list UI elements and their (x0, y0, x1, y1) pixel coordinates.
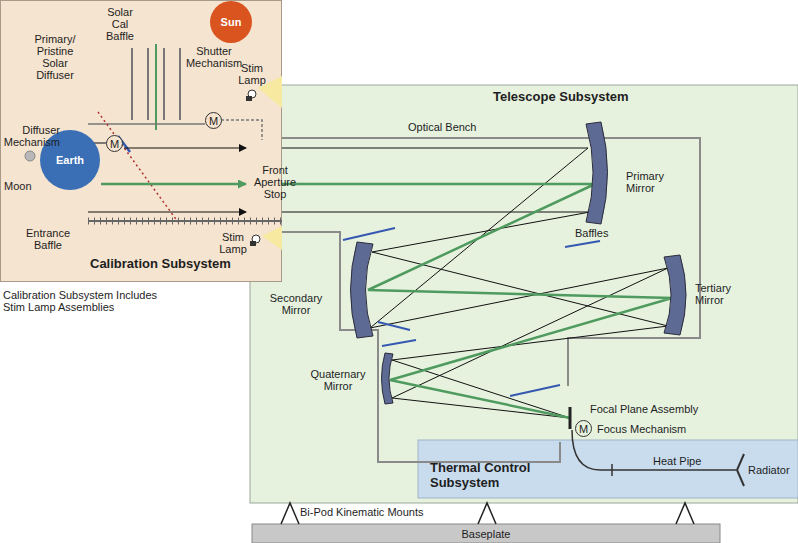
part-label: Solar Cal Baffle (100, 6, 140, 42)
part-label: Moon (4, 180, 44, 192)
focal-plane (569, 407, 572, 429)
node-text: M (110, 138, 119, 150)
bipod-mount (478, 503, 496, 524)
part-label: Bi-Pod Kinematic Mounts (300, 506, 470, 518)
heat-pipe-plate (611, 464, 613, 476)
panel-heading: Telescope Subsystem (493, 89, 693, 104)
part-label: Heat Pipe (653, 455, 723, 467)
mirrors (351, 122, 687, 404)
node-text: Sun (221, 16, 242, 28)
part-label: Focus Mechanism (597, 423, 717, 435)
shutter-path (221, 120, 262, 140)
part-label: Stim Lamp (236, 62, 268, 86)
sun-circle: Sun (210, 1, 252, 43)
part-label: Optical Bench (408, 121, 498, 133)
cal-arrow (88, 212, 246, 213)
stim-lamp-icon (250, 226, 282, 250)
part-label: Diffuser Mechanism (0, 124, 60, 148)
part-label: Stim Lamp (216, 231, 250, 255)
entrance-baffle (88, 220, 282, 222)
panel-heading: Thermal Control Subsystem (430, 460, 540, 490)
calibration-panel (1, 1, 282, 282)
light-rays (282, 148, 672, 418)
diffuser-path (98, 112, 178, 222)
bipod-mount (281, 503, 299, 524)
subsystem-panel: Thermal Control Subsystem (418, 440, 798, 498)
cal-arrow (124, 148, 246, 149)
earth-arrow (101, 183, 246, 186)
baseplate-bar: Baseplate (252, 524, 720, 543)
part-label: Focal Plane Assembly (590, 403, 740, 415)
motor-symbol: M (575, 420, 592, 437)
part-label: Primary/ Pristine Solar Diffuser (26, 33, 84, 81)
part-label: Shutter Mechanism (183, 45, 245, 69)
part-label: Radiator (748, 464, 796, 476)
thermal-panel (418, 440, 798, 498)
part-label: Front Aperture Stop (248, 164, 302, 200)
part-label: Baffles (575, 227, 635, 239)
panel-heading: Calibration Subsystem (90, 256, 280, 271)
telescope-panel (250, 85, 798, 503)
node-text: M (209, 115, 218, 127)
moon-icon (25, 151, 35, 161)
entrance-baffle-ticks (88, 218, 282, 225)
baffle-lines (343, 228, 600, 396)
node-text: Baseplate (462, 528, 511, 540)
node-text: Earth (56, 154, 84, 166)
part-label: Entrance Baffle (16, 227, 80, 251)
motor-symbol: M (205, 112, 222, 129)
motor-symbol: M (106, 135, 123, 152)
part-label: Secondary Mirror (264, 292, 328, 316)
top-baffle (88, 123, 205, 125)
part-label: Calibration Subsystem Includes Stim Lamp… (3, 289, 173, 313)
part-label: Quaternary Mirror (306, 368, 370, 392)
baseplate-bar (252, 524, 720, 543)
solar-beam (155, 44, 157, 130)
radiator-shape (737, 454, 744, 486)
heat-pipe (572, 430, 736, 470)
node-text: M (579, 423, 588, 435)
bipod-mount (676, 503, 694, 524)
part-label: Tertiary Mirror (695, 282, 755, 306)
part-label: Primary Mirror (626, 170, 686, 194)
